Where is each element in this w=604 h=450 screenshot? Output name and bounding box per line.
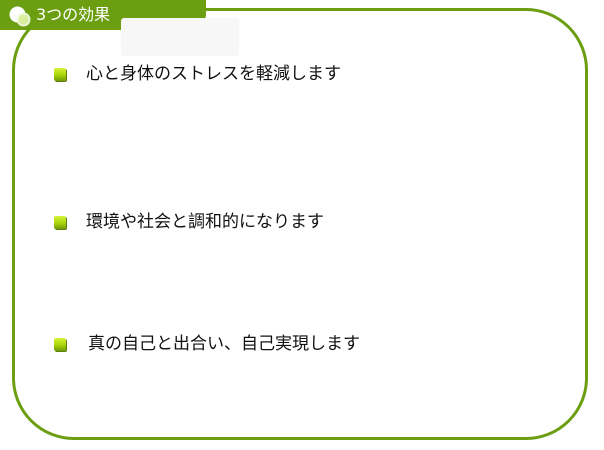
effect-item: 真の自己と出合い、自己実現します	[54, 333, 360, 355]
bullet-icon	[54, 67, 66, 81]
section-title: 3つの効果	[36, 5, 111, 24]
effect-text: 真の自己と出合い、自己実現します	[88, 334, 360, 354]
bullet-icon	[54, 215, 66, 229]
effects-panel	[12, 8, 588, 440]
title-tab: 3つの効果	[0, 0, 206, 30]
effect-item: 環境や社会と調和的になります	[54, 211, 324, 233]
effect-text: 環境や社会と調和的になります	[86, 212, 324, 232]
bullet-icon	[54, 337, 66, 351]
blank-box	[121, 18, 239, 56]
effect-item: 心と身体のストレスを軽減します	[54, 63, 341, 85]
effect-text: 心と身体のストレスを軽減します	[86, 64, 341, 84]
double-circle-icon	[9, 6, 31, 27]
